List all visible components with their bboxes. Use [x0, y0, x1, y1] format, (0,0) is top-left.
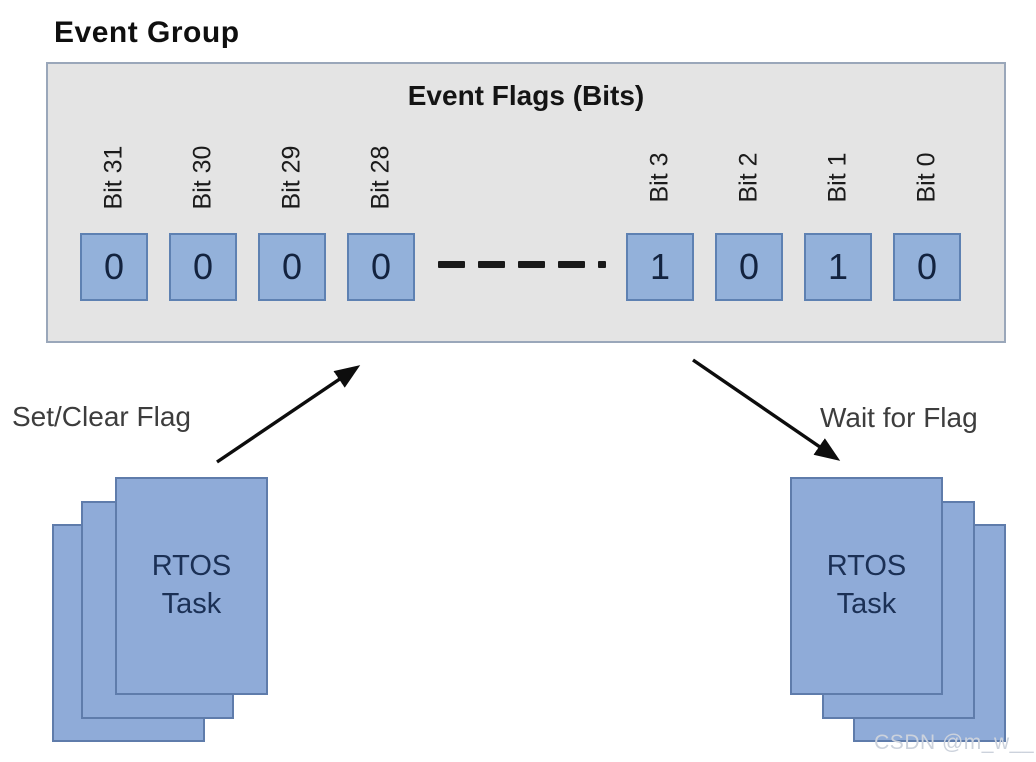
- bit-label-text: Bit 2: [734, 151, 763, 203]
- wait-arrow-icon: [692, 358, 841, 461]
- bit-cell: 0: [169, 233, 237, 301]
- bit-value: 0: [916, 246, 938, 287]
- task-card-label: RTOS Task: [827, 548, 907, 624]
- bit-label: Bit 0: [893, 126, 961, 228]
- event-group-panel: Event Flags (Bits) Bit 31 0 Bit 30 0 Bit…: [46, 62, 1006, 343]
- wait-for-flag-label: Wait for Flag: [820, 402, 978, 433]
- bit-column-28: Bit 28 0: [347, 64, 415, 341]
- dash: [558, 260, 585, 268]
- bit-cell: 1: [804, 233, 872, 301]
- bit-column-30: Bit 30 0: [169, 64, 237, 341]
- page-title: Event Group: [54, 16, 240, 49]
- dash: [478, 260, 505, 268]
- set-clear-flag-label: Set/Clear Flag: [12, 401, 191, 432]
- dash: [518, 260, 545, 268]
- bit-column-3: Bit 3 1: [626, 64, 694, 341]
- bit-gap-dashes-icon: [438, 260, 610, 268]
- watermark: CSDN @m_w__: [874, 731, 1034, 754]
- bit-label: Bit 29: [258, 126, 326, 228]
- bit-column-1: Bit 1 1: [804, 64, 872, 341]
- task-card-front: RTOS Task: [790, 477, 943, 695]
- bit-value: 0: [738, 246, 760, 287]
- bit-value: 1: [827, 246, 849, 287]
- bit-cell: 0: [347, 233, 415, 301]
- bit-value: 0: [370, 246, 392, 287]
- dash-dot: [598, 260, 606, 268]
- bit-value: 0: [103, 246, 125, 287]
- bit-cell: 0: [715, 233, 783, 301]
- bit-value: 0: [192, 246, 214, 287]
- bit-column-29: Bit 29 0: [258, 64, 326, 341]
- bit-label: Bit 3: [626, 126, 694, 228]
- set-clear-arrow-icon: [216, 365, 361, 464]
- bit-label: Bit 31: [80, 126, 148, 228]
- bit-label-text: Bit 31: [99, 145, 128, 209]
- bit-label-text: Bit 29: [277, 145, 306, 209]
- bit-cell: 0: [893, 233, 961, 301]
- bit-cell: 0: [258, 233, 326, 301]
- bit-column-31: Bit 31 0: [80, 64, 148, 341]
- rtos-task-stack-right: RTOS Task: [790, 477, 1006, 742]
- task-card-front: RTOS Task: [115, 477, 268, 695]
- task-label-line1: RTOS: [826, 550, 907, 583]
- bit-value: 0: [281, 246, 303, 287]
- bit-cell: 1: [626, 233, 694, 301]
- bit-label-text: Bit 3: [645, 151, 674, 203]
- bit-column-0: Bit 0 0: [893, 64, 961, 341]
- rtos-task-stack-left: RTOS Task: [52, 477, 268, 742]
- task-label-line2: Task: [161, 588, 222, 620]
- bit-label-text: Bit 30: [188, 145, 217, 209]
- bit-label-text: Bit 1: [823, 151, 852, 203]
- bit-column-2: Bit 2 0: [715, 64, 783, 341]
- task-label-line1: RTOS: [151, 550, 232, 583]
- dash: [438, 260, 465, 268]
- bit-label-text: Bit 28: [366, 145, 395, 209]
- bit-label: Bit 1: [804, 126, 872, 228]
- bit-cell: 0: [80, 233, 148, 301]
- bit-value: 1: [649, 246, 671, 287]
- bit-label: Bit 28: [347, 126, 415, 228]
- task-label-line2: Task: [836, 588, 897, 620]
- bit-label: Bit 30: [169, 126, 237, 228]
- bit-label-text: Bit 0: [912, 151, 941, 203]
- event-flags-heading: Event Flags (Bits): [407, 80, 645, 111]
- task-card-label: RTOS Task: [152, 548, 232, 624]
- bit-label: Bit 2: [715, 126, 783, 228]
